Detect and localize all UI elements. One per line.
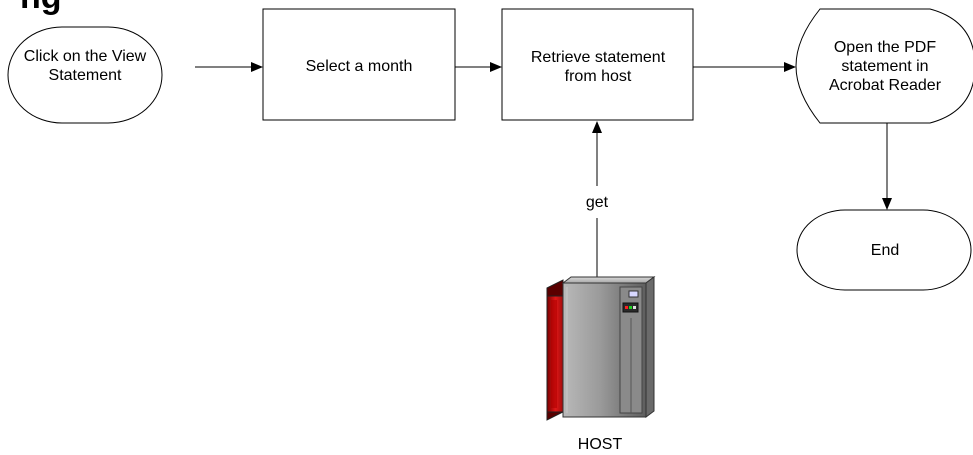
- page-title-fragment: ng: [20, 0, 62, 14]
- start-terminator-label: Click on the View Statement: [23, 48, 147, 84]
- start-terminator-shape: [7, 26, 163, 124]
- select-month-process-shape: [262, 8, 456, 121]
- open-pdf-label: Open the PDF statement in Acrobat Reader: [828, 38, 942, 94]
- mainframe-server-icon: [546, 276, 656, 421]
- host-label: HOST: [577, 435, 623, 453]
- open-pdf-display-shape: [795, 8, 973, 124]
- retrieve-process-shape: [501, 8, 694, 121]
- get-edge-label: get: [585, 193, 609, 211]
- end-label: End: [870, 241, 900, 259]
- select-month-label: Select a month: [305, 57, 413, 75]
- retrieve-statement-label: Retrieve statement from host: [530, 49, 666, 85]
- end-terminator-shape: [796, 209, 972, 291]
